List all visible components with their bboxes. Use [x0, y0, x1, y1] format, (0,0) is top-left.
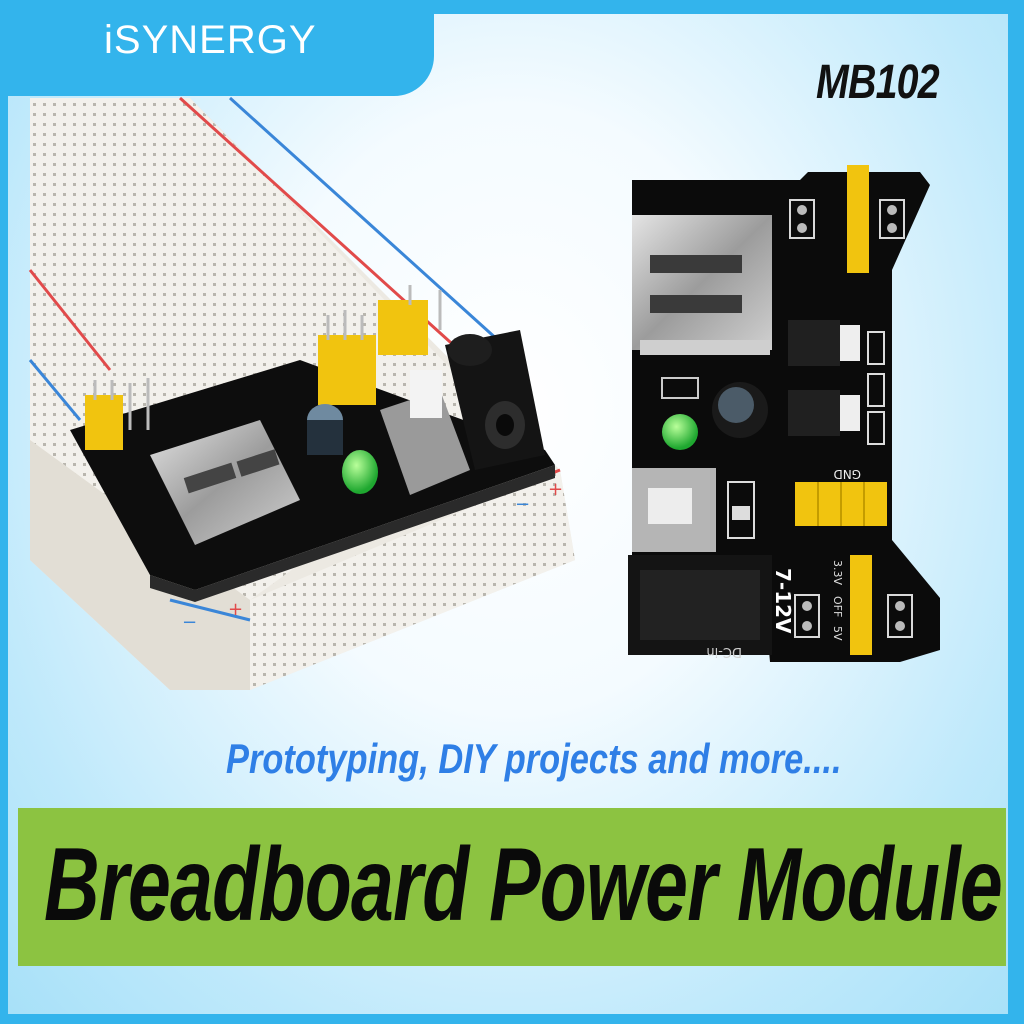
svg-text:−: −: [515, 494, 530, 515]
power-module-mounted: [70, 285, 555, 602]
brand-tab: [0, 0, 434, 96]
v5-label: 5V: [831, 626, 844, 641]
headline-banner: [18, 808, 1006, 966]
input-voltage-label: 7-12V: [771, 568, 795, 634]
off-label: OFF: [831, 596, 844, 617]
tagline: Prototyping, DIY projects and more....: [226, 735, 842, 782]
product-photo: + + − −: [28, 96, 940, 690]
v33-label: 3.3V: [831, 560, 844, 585]
dc-in-label: DC-in: [706, 644, 742, 659]
svg-text:+: +: [228, 599, 243, 620]
power-module-detail: GND 7-12V DC-in 3.3V OFF 5V: [628, 165, 940, 662]
frame-bottom: [0, 1014, 1024, 1024]
headline: Breadboard Power Module: [44, 827, 1003, 943]
brand-name: iSYNERGY: [104, 18, 317, 62]
svg-text:+: +: [548, 479, 563, 500]
frame-left: [0, 0, 8, 1024]
model-number: MB102: [816, 56, 940, 109]
frame-right: [1008, 0, 1024, 1024]
gnd-label: GND: [833, 467, 861, 481]
svg-text:−: −: [182, 612, 197, 633]
